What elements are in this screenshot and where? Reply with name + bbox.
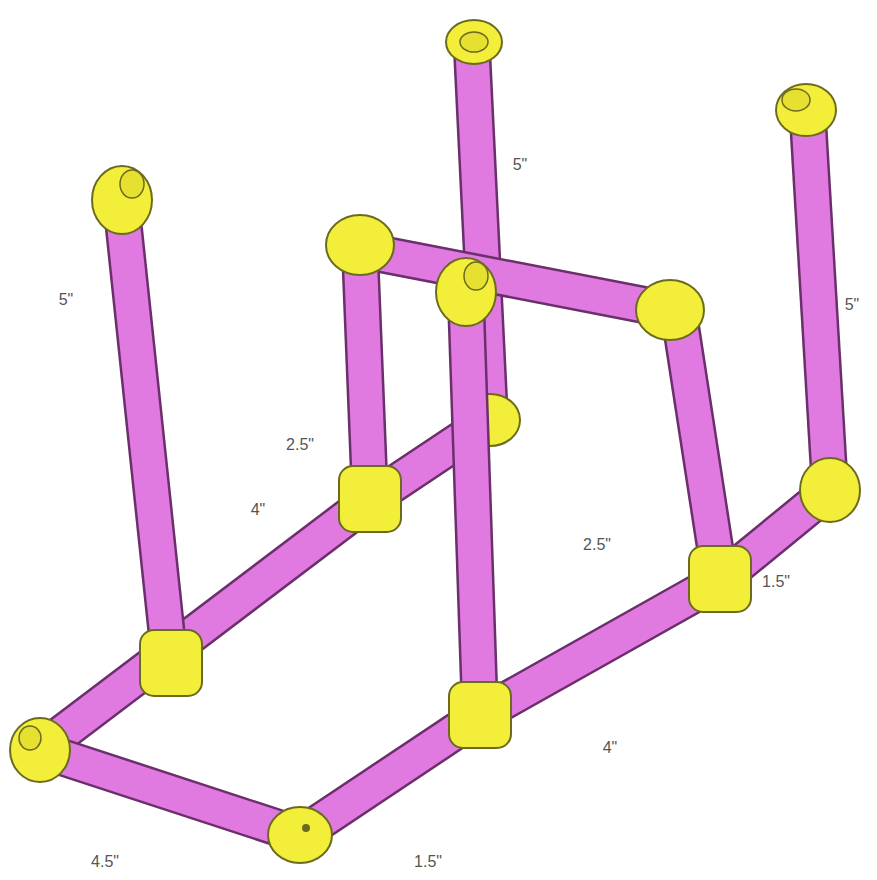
pipe bbox=[360, 250, 370, 500]
fitting-opening bbox=[19, 726, 41, 750]
fitting-opening bbox=[782, 89, 810, 111]
dimension-label: 4.5" bbox=[91, 854, 119, 870]
elbow-fitting bbox=[268, 807, 332, 863]
elbow-fitting bbox=[446, 20, 502, 64]
elbow-fitting bbox=[326, 215, 394, 275]
dimension-label: 4" bbox=[603, 740, 618, 756]
dimension-label: 1.5" bbox=[762, 574, 790, 590]
dimension-label: 2.5" bbox=[286, 437, 314, 453]
elbow-fitting bbox=[436, 258, 496, 326]
dimension-label: 4" bbox=[251, 502, 266, 518]
pipe-outline bbox=[466, 300, 480, 715]
elbow-fitting bbox=[10, 718, 70, 782]
tee-fitting bbox=[339, 466, 401, 532]
pipe-outline bbox=[360, 250, 370, 500]
elbow-fitting bbox=[776, 84, 836, 136]
dimension-label: 5" bbox=[845, 297, 860, 313]
pipe bbox=[40, 500, 370, 750]
pipe-outline bbox=[40, 500, 370, 750]
pipe-outline bbox=[122, 210, 170, 665]
elbow-fitting bbox=[92, 166, 152, 234]
dimension-label: 2.5" bbox=[583, 537, 611, 553]
pipe-outline bbox=[360, 250, 670, 310]
elbow-fitting bbox=[800, 458, 860, 522]
dimension-label: 5" bbox=[59, 292, 74, 308]
fitting-opening bbox=[460, 32, 488, 52]
fitting-opening bbox=[464, 262, 488, 290]
pipe-outline bbox=[808, 120, 830, 490]
tee-fitting bbox=[449, 682, 511, 748]
pipe-outline bbox=[40, 490, 830, 835]
tee-fitting bbox=[140, 630, 202, 696]
dimension-label: 1.5" bbox=[414, 854, 442, 870]
pipe bbox=[808, 120, 830, 490]
fitting-opening bbox=[120, 170, 144, 198]
pipe-outline bbox=[680, 320, 720, 580]
elbow-fitting bbox=[636, 280, 704, 340]
fitting-hole bbox=[302, 824, 310, 832]
dimension-label: 5" bbox=[513, 157, 528, 173]
pipe bbox=[360, 250, 670, 310]
tee-fitting bbox=[689, 546, 751, 612]
pipe bbox=[466, 300, 480, 715]
pipe bbox=[680, 320, 720, 580]
pipe bbox=[40, 490, 830, 835]
pipe bbox=[122, 210, 170, 665]
